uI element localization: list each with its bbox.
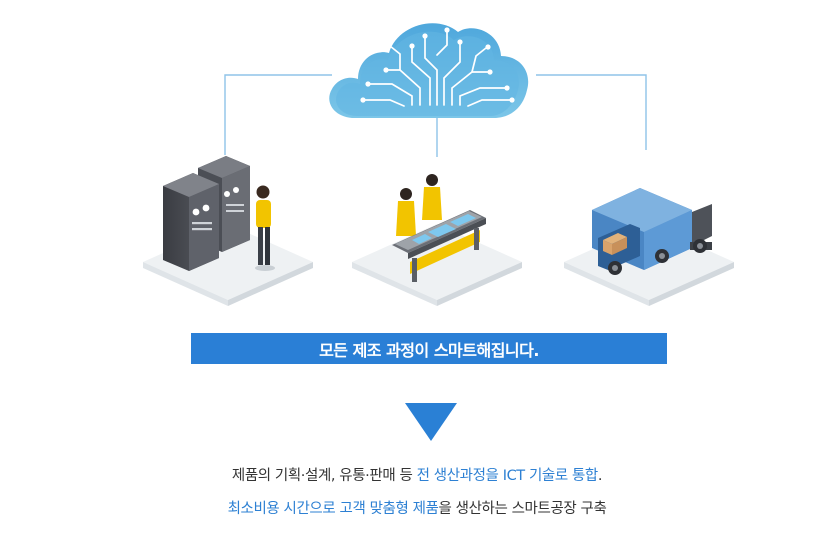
line2-text: 을 생산하는 스마트공장 구축 <box>438 501 607 517</box>
down-arrow-icon <box>405 403 457 441</box>
delivery-truck-illustration <box>564 188 734 306</box>
server-room-illustration <box>143 156 313 306</box>
headline-banner: 모든 제조 과정이 스마트해집니다. <box>191 333 667 364</box>
line1-text: 제품의 기획·설계, 유통·판매 등 <box>231 468 417 484</box>
description-line-1: 제품의 기획·설계, 유통·판매 등 전 생산과정을 ICT 기술로 통합. <box>0 464 834 485</box>
banner-text: 모든 제조 과정이 스마트해집니다. <box>319 340 539 360</box>
description-line-2: 최소비용 시간으로 고객 맞춤형 제품을 생산하는 스마트공장 구축 <box>0 497 834 518</box>
line1-highlight: 전 생산과정을 ICT 기술로 통합 <box>416 468 599 484</box>
cloud-icon <box>329 23 529 119</box>
line2-highlight: 최소비용 시간으로 고객 맞춤형 제품 <box>227 501 439 517</box>
connector-lines <box>224 74 647 157</box>
line1-end: . <box>597 468 603 484</box>
production-line-illustration <box>352 174 522 306</box>
